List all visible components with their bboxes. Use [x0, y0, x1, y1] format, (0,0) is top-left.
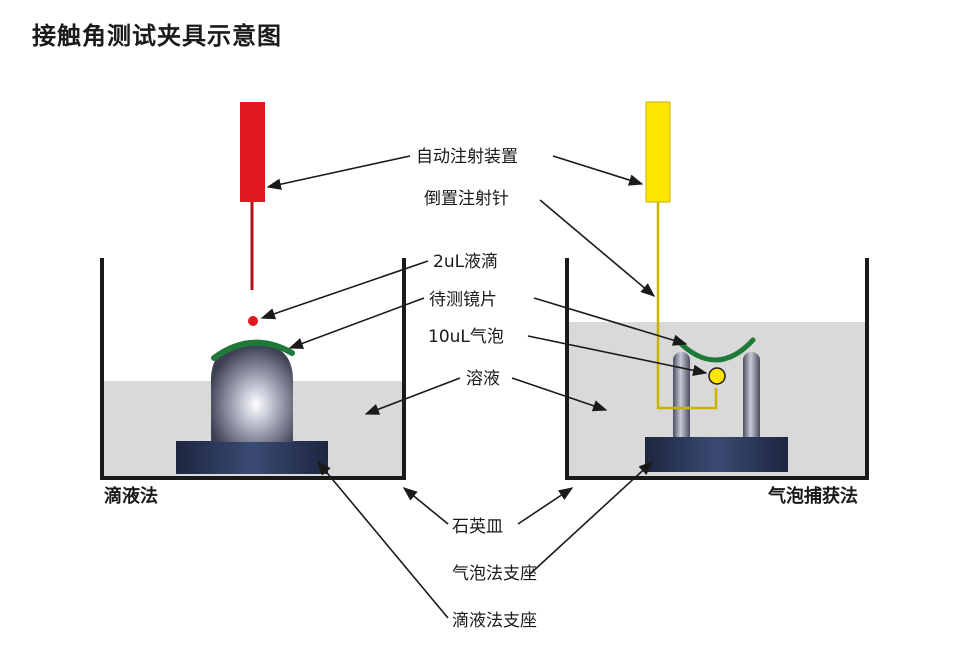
label-droplet: 2uL液滴: [433, 252, 498, 272]
left-sample-lens: [211, 339, 295, 361]
droplet: [248, 316, 258, 326]
label-inverted-needle: 倒置注射针: [424, 189, 509, 209]
bubble-holder-post-right: [743, 352, 760, 444]
bubble: [708, 367, 726, 385]
arrow-bubble-holder: [529, 461, 654, 575]
left-injector-body: [240, 102, 265, 202]
label-method-left: 滴液法: [104, 485, 158, 507]
right-injector-body: [645, 101, 671, 203]
arrow-sample-right: [533, 297, 688, 346]
right-sample-lens: [674, 337, 756, 363]
arrow-drop-holder: [317, 460, 449, 619]
arrow-quartz-left: [402, 487, 449, 525]
arrow-solution-right: [511, 377, 608, 412]
label-sample: 待测镜片: [429, 290, 497, 310]
drop-holder-dome: [211, 343, 293, 442]
label-bubble: 10uL气泡: [428, 327, 504, 347]
page-title: 接触角测试夹具示意图: [32, 22, 282, 50]
bubble-holder-post-left: [673, 352, 690, 444]
arrow-auto-injector-right: [552, 155, 644, 186]
bubble-holder-base: [645, 437, 788, 472]
arrow-bubble: [527, 335, 708, 377]
label-drop-holder: 滴液法支座: [452, 611, 537, 631]
label-bubble-holder: 气泡法支座: [452, 564, 537, 584]
arrow-quartz-right: [517, 487, 574, 525]
arrow-inverted-needle: [539, 199, 656, 297]
drop-holder-base: [176, 441, 328, 474]
label-quartz-dish: 石英皿: [452, 517, 503, 537]
arrow-droplet: [260, 260, 429, 320]
label-auto-injector: 自动注射装置: [416, 147, 518, 167]
label-solution: 溶液: [466, 369, 500, 389]
label-method-right: 气泡捕获法: [767, 485, 858, 507]
inverted-needle: [656, 202, 718, 410]
right-quartz-dish: [565, 258, 869, 480]
left-quartz-dish: [100, 258, 406, 480]
arrow-solution-left: [364, 377, 461, 415]
arrow-auto-injector-left: [266, 155, 411, 190]
arrow-sample-left: [288, 297, 425, 349]
